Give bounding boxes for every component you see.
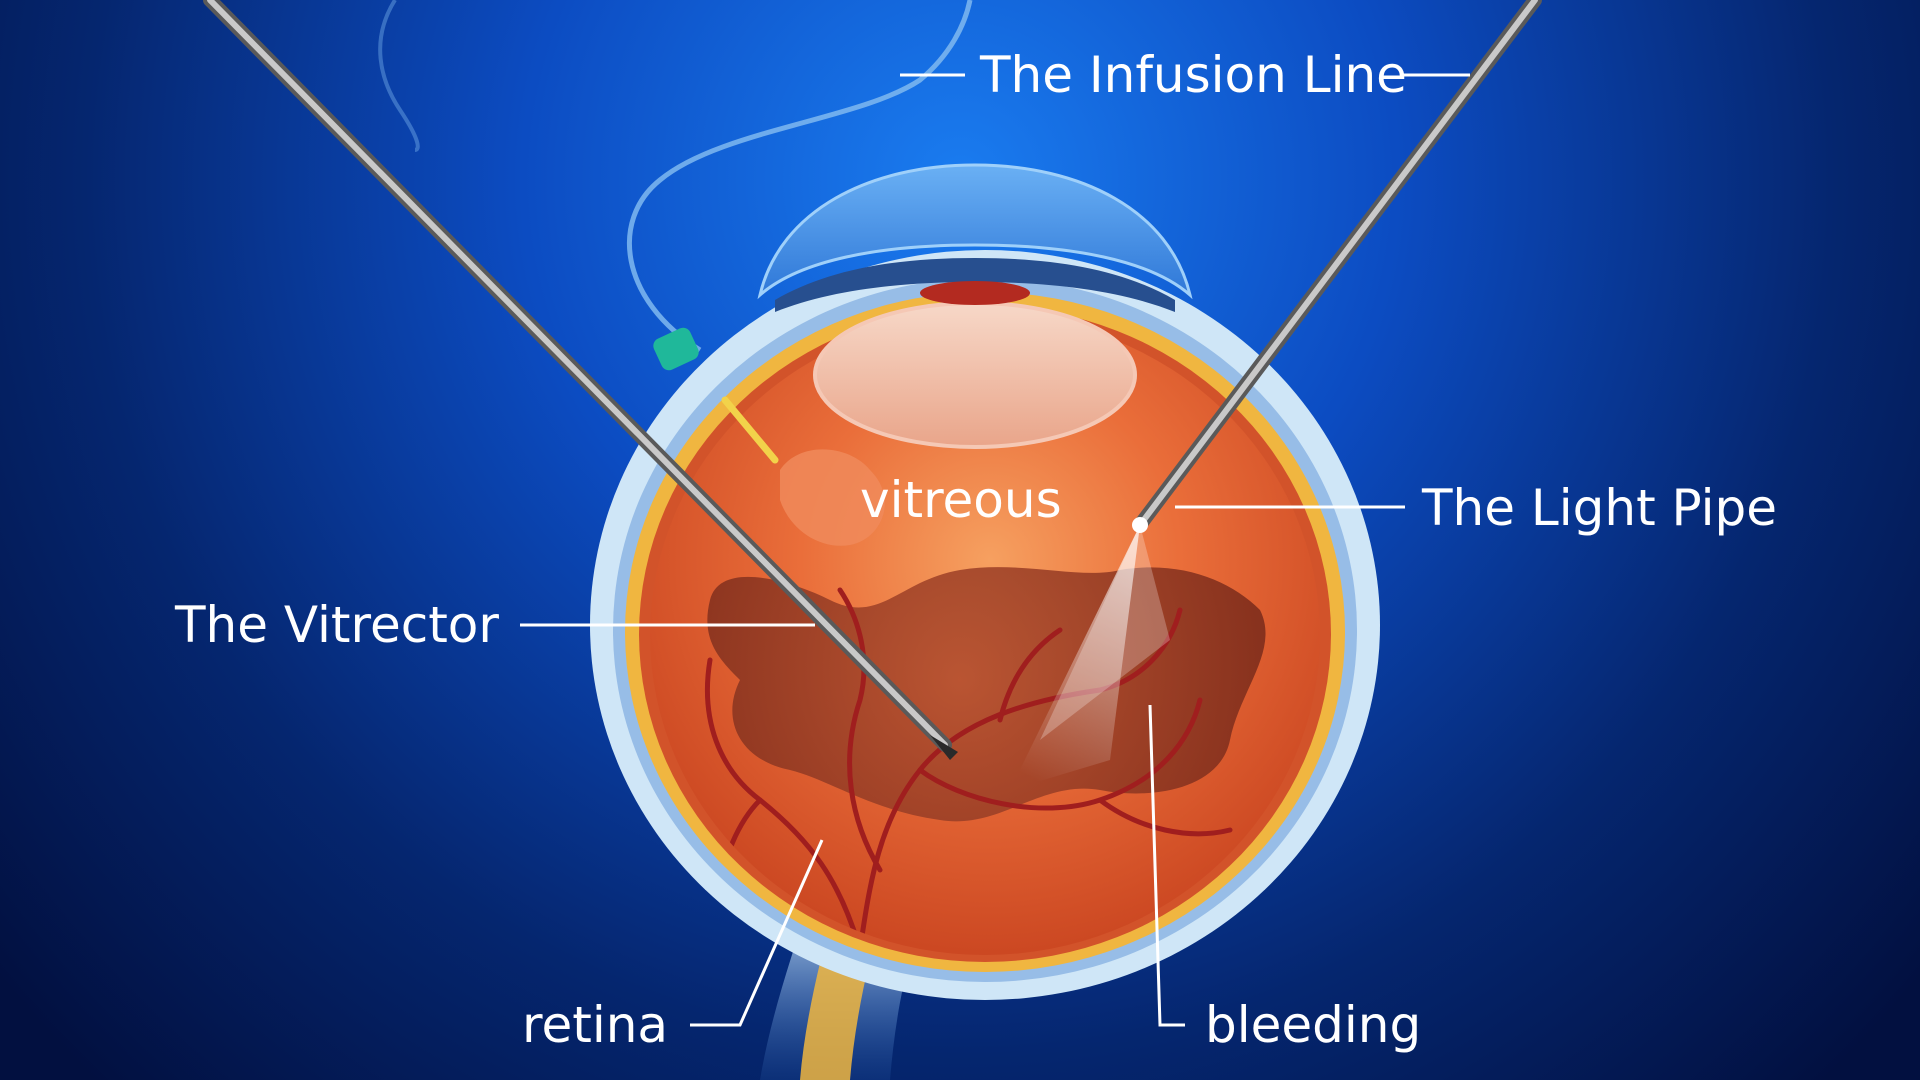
lens xyxy=(815,303,1135,447)
label-bleeding: bleeding xyxy=(1205,996,1421,1054)
pupil-rim xyxy=(920,281,1030,305)
label-vitrector: The Vitrector xyxy=(174,596,499,654)
label-vitreous: vitreous xyxy=(860,471,1062,529)
label-infusion-line: The Infusion Line xyxy=(979,46,1407,104)
light-pipe-tip xyxy=(1132,517,1148,533)
label-retina: retina xyxy=(522,996,668,1054)
label-light-pipe: The Light Pipe xyxy=(1421,479,1777,537)
